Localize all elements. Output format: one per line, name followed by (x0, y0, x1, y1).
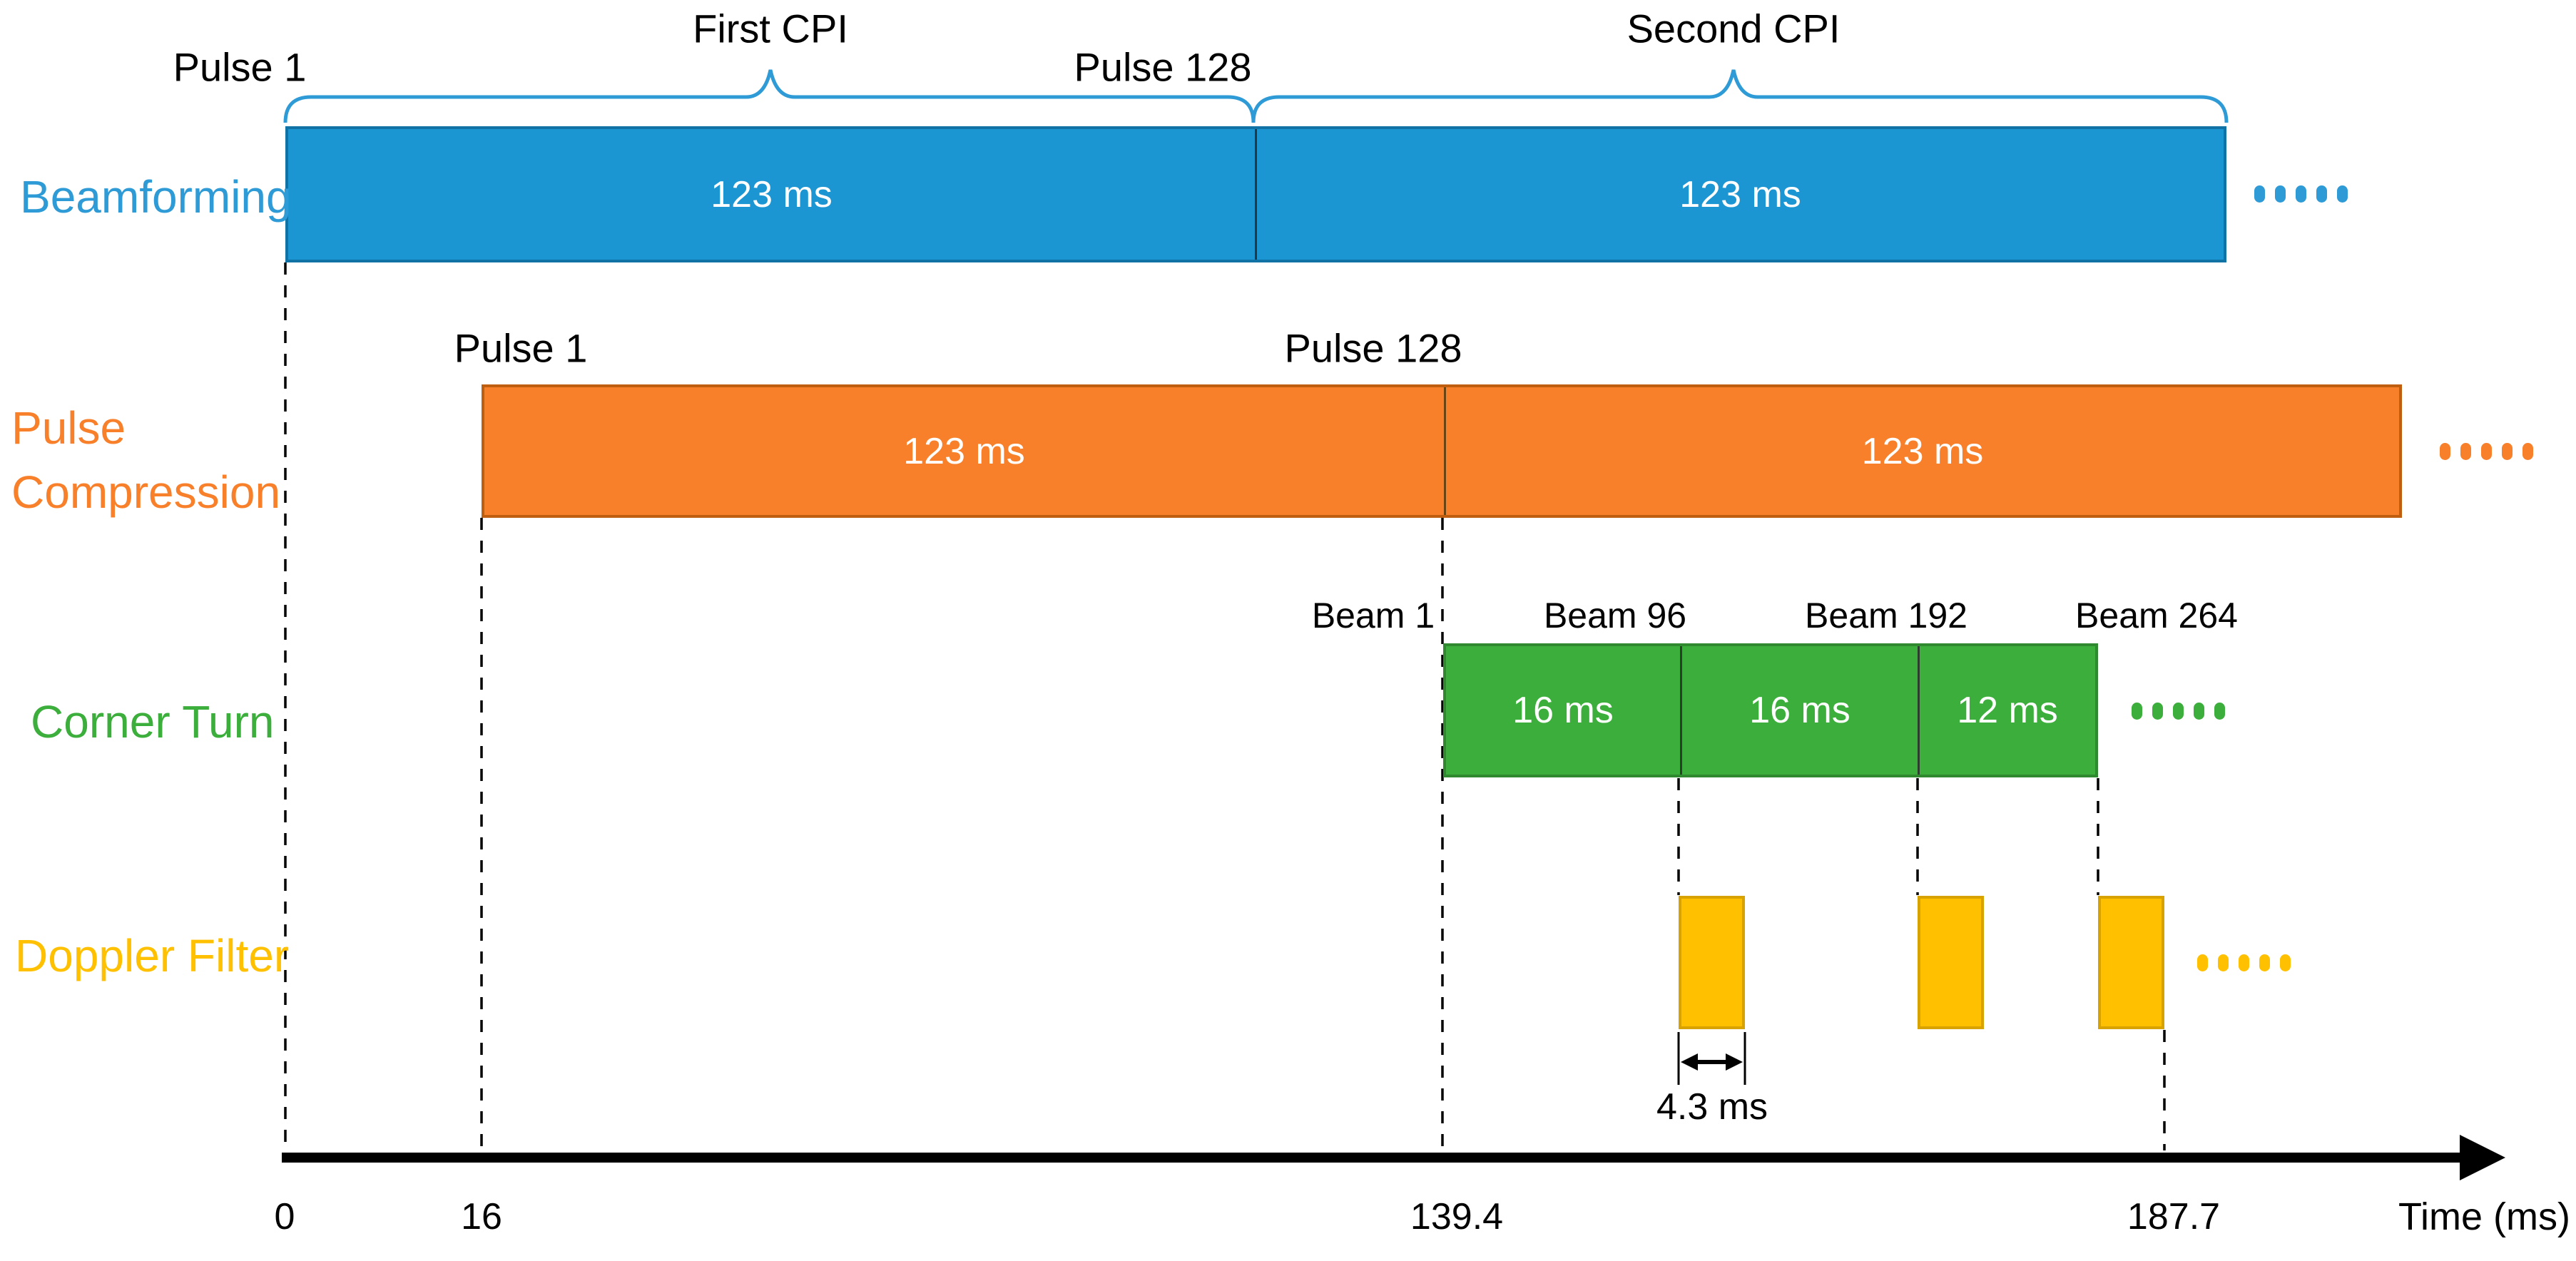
pulse-compression-segment-cpi1: 123 ms (484, 387, 1444, 515)
doppler-filter-bar-2 (1918, 896, 1984, 1029)
row-label-doppler-filter: Doppler Filter (15, 930, 290, 981)
beamforming-segment-divider (1255, 129, 1257, 260)
beamforming-segment-cpi2-duration: 123 ms (1679, 173, 1801, 215)
axis-tick-16: 16 (461, 1196, 502, 1237)
pulse-compression-continuation-dots (2440, 443, 2533, 460)
pulse-compression-segment-cpi2-duration: 123 ms (1861, 430, 1984, 472)
axis-tick-0: 0 (274, 1196, 295, 1237)
beamforming-pulse1-label: Pulse 1 (173, 44, 307, 90)
second-cpi-label: Second CPI (1626, 6, 1841, 51)
corner-turn-beam1-label: Beam 1 (1311, 596, 1435, 635)
pulse-compression-bar: 123 ms 123 ms (482, 384, 2402, 518)
axis-title: Time (ms) (2398, 1195, 2570, 1238)
second-cpi-brace (1251, 69, 2229, 123)
corner-turn-segment-3: 12 ms (1920, 646, 2095, 775)
row-label-beamforming: Beamforming (20, 171, 292, 223)
corner-turn-continuation-dots (2132, 703, 2225, 720)
corner-turn-beam264-label: Beam 264 (2075, 596, 2238, 635)
doppler-filter-bar-3 (2098, 896, 2164, 1029)
corner-turn-segment-1-duration: 16 ms (1512, 690, 1614, 731)
beamforming-segment-cpi2: 123 ms (1257, 129, 2224, 260)
dimension-arrowhead-right-icon (1726, 1053, 1743, 1071)
corner-turn-segment-2: 16 ms (1682, 646, 1918, 775)
row-label-pulse-compression-line2: Compression (11, 466, 281, 518)
corner-turn-segment-1: 16 ms (1446, 646, 1680, 775)
corner-turn-bar: 16 ms 16 ms 12 ms (1443, 643, 2098, 777)
pulse-compression-segment-divider (1444, 387, 1446, 515)
axis-tick-187-7: 187.7 (2127, 1196, 2221, 1237)
corner-turn-divider-1 (1680, 646, 1682, 775)
beamforming-segment-cpi1-duration: 123 ms (711, 173, 833, 215)
row-label-pulse-compression: Pulse Compression (11, 396, 280, 524)
corner-turn-beam192-label: Beam 192 (1805, 596, 1967, 635)
corner-turn-segment-2-duration: 16 ms (1749, 690, 1850, 731)
corner-turn-segment-3-duration: 12 ms (1957, 690, 2058, 731)
row-label-pulse-compression-line1: Pulse (11, 402, 126, 454)
doppler-pulse-width-label: 4.3 ms (1656, 1086, 1768, 1128)
axis-tick-139-4: 139.4 (1410, 1196, 1504, 1237)
dimension-arrowhead-left-icon (1681, 1053, 1698, 1071)
doppler-filter-continuation-dots (2197, 954, 2291, 971)
beamforming-segment-cpi1: 123 ms (288, 129, 1255, 260)
row-label-corner-turn: Corner Turn (31, 696, 275, 747)
beamforming-continuation-dots (2254, 185, 2348, 203)
doppler-filter-bar-1 (1679, 896, 1745, 1029)
first-cpi-brace (283, 69, 1256, 123)
pulse-compression-segment-cpi1-duration: 123 ms (903, 430, 1025, 472)
pulse-compression-pulse1-label: Pulse 1 (454, 325, 588, 371)
beamforming-bar: 123 ms 123 ms (285, 126, 2226, 262)
beamforming-pulse128-label: Pulse 128 (1074, 44, 1252, 90)
corner-turn-divider-2 (1918, 646, 1920, 775)
first-cpi-label: First CPI (693, 6, 848, 51)
pulse-compression-pulse128-label: Pulse 128 (1284, 325, 1462, 371)
corner-turn-beam96-label: Beam 96 (1543, 596, 1687, 635)
time-axis-arrowhead-icon (2460, 1135, 2505, 1180)
pulse-compression-segment-cpi2: 123 ms (1446, 387, 2399, 515)
